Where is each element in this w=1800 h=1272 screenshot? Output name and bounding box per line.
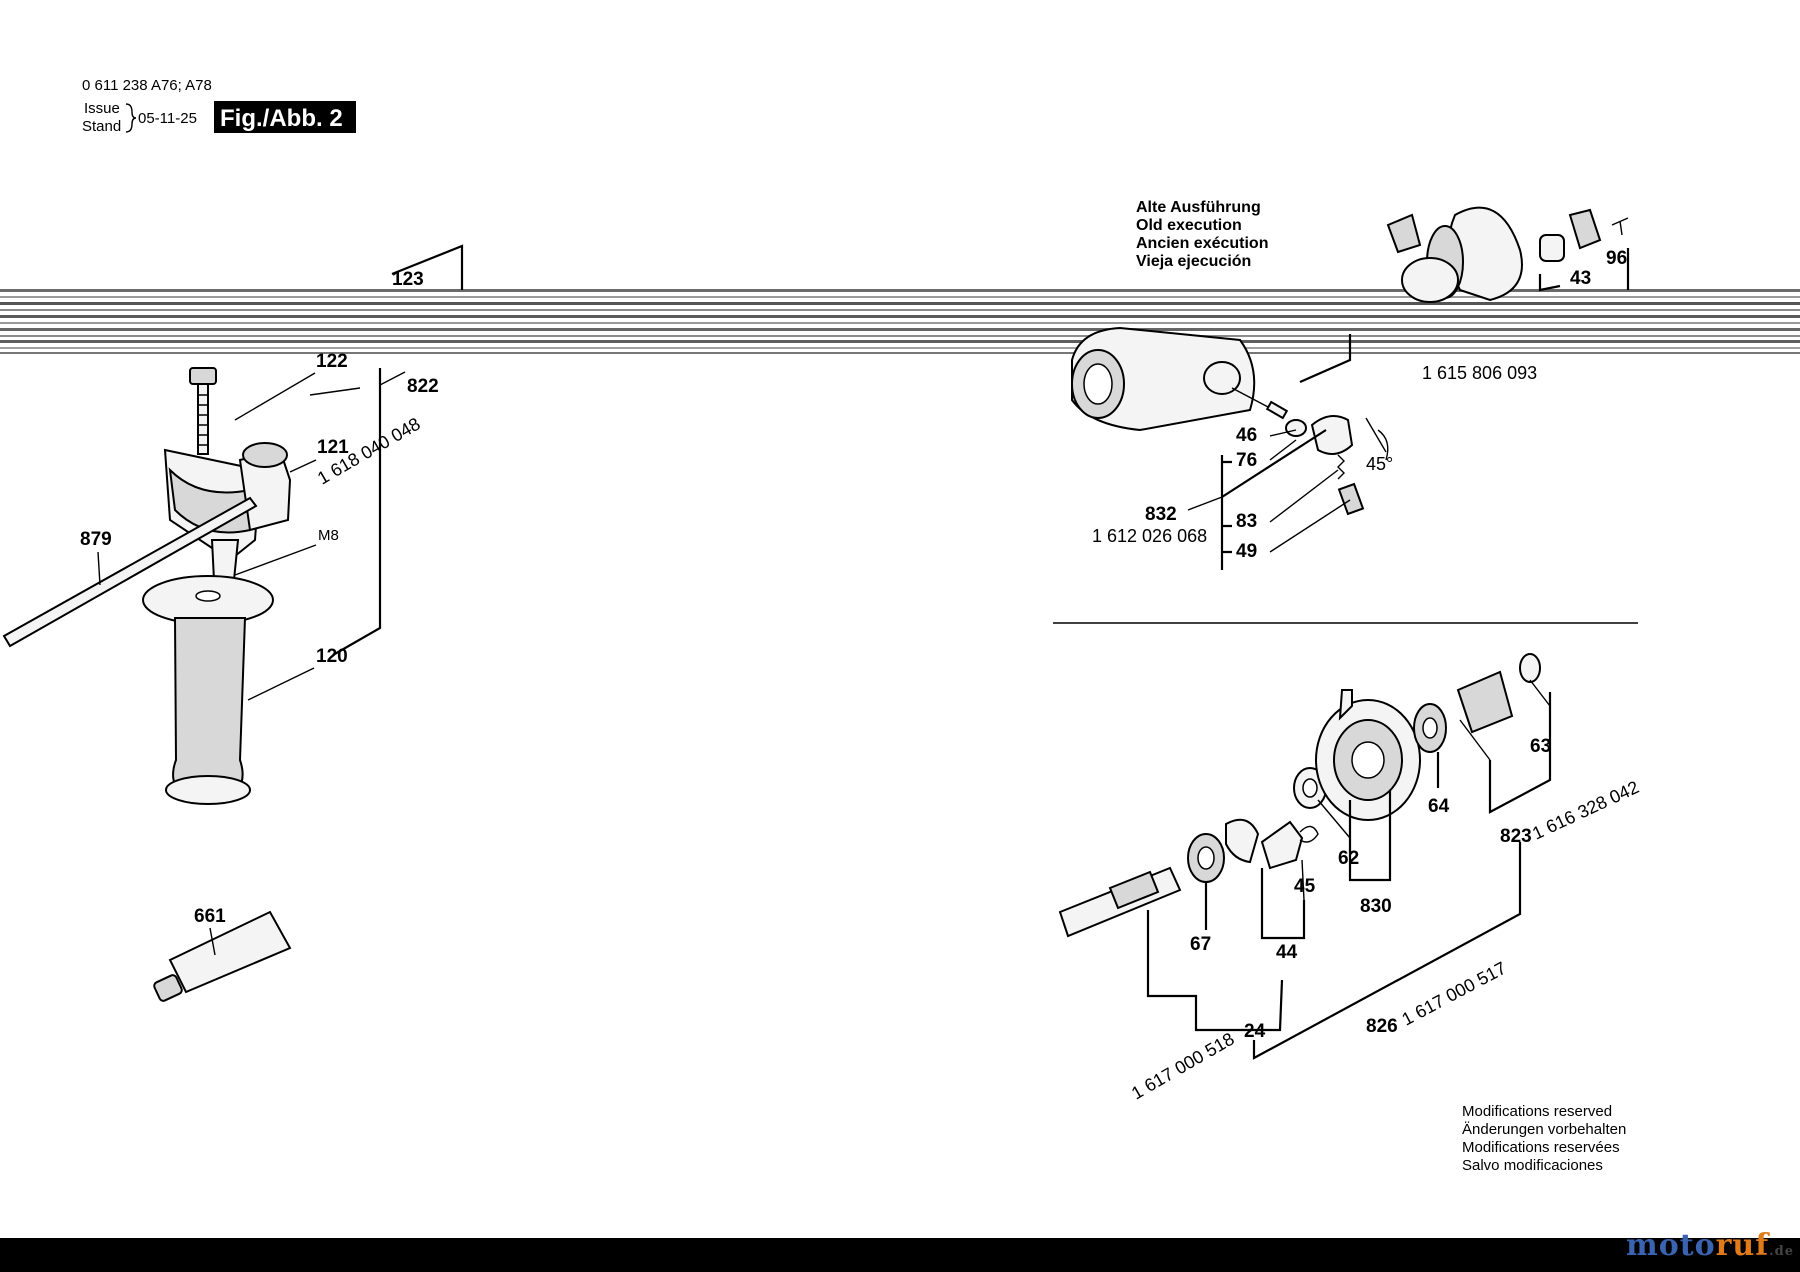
bracket-822 (332, 368, 382, 656)
label-46: 46 (1236, 425, 1257, 446)
label-879: 879 (80, 529, 112, 550)
watermark-logo: motoruf.de (1625, 1228, 1794, 1263)
note-line-2: Old execution (1136, 217, 1242, 234)
part-76 (1285, 419, 1307, 437)
label-43: 43 (1570, 268, 1591, 289)
bottom-bar (0, 1238, 1800, 1272)
bracket-44 (1260, 868, 1306, 940)
handle-stem (210, 539, 240, 581)
note-line-1: Alte Ausführung (1136, 199, 1261, 216)
order-gear-826: 1 617 000 517 (1398, 958, 1509, 1030)
bracket-823 (1488, 692, 1552, 814)
tube-cap (153, 974, 183, 1002)
label-83: 83 (1236, 511, 1257, 532)
wobble-pin (1338, 689, 1353, 721)
leader-120 (247, 667, 315, 701)
shaft-pinion (1108, 870, 1160, 910)
tbolt-head (189, 367, 217, 385)
handle-grip (172, 617, 247, 801)
modifications-note: Modifications reserved Änderungen vorbeh… (1462, 1103, 1626, 1174)
grease-tube: 661 (153, 906, 292, 1002)
label-45: 45 (1294, 876, 1316, 897)
leader-661 (209, 927, 216, 956)
bearing-63 (1519, 653, 1541, 683)
model-numbers: 0 611 238 A76; A78 (82, 77, 212, 94)
label-823: 823 (1500, 826, 1532, 847)
label-angle: 45° (1366, 454, 1393, 474)
part-46 (1265, 400, 1289, 420)
clutch-ring (1225, 818, 1260, 864)
issue-label: Issue (84, 100, 120, 117)
depth-rod (2, 496, 258, 648)
label-832: 832 (1145, 504, 1177, 525)
footer-line-3: Modifications reservées (1462, 1139, 1620, 1156)
seal-tag (1386, 213, 1422, 254)
issue-date: 05-11-25 (138, 110, 197, 127)
footer-line-4: Salvo modificaciones (1462, 1157, 1603, 1174)
label-24: 24 (1244, 1021, 1266, 1042)
label-121: 121 (317, 437, 349, 458)
label-661: 661 (194, 906, 226, 927)
label-63: 63 (1530, 736, 1551, 757)
handle-assembly: 123 122 121 M8 879 120 822 1 618 (2, 244, 464, 805)
label-822: 822 (407, 376, 439, 397)
part-43 (1539, 234, 1565, 262)
leader-879 (97, 551, 101, 586)
bracket-123 (391, 244, 464, 290)
label-44: 44 (1276, 942, 1298, 963)
helical-gear (1456, 670, 1514, 734)
leader-122 (234, 372, 316, 421)
leader-m8 (234, 544, 317, 576)
retaining-ring (1401, 257, 1459, 303)
brush-cap (1310, 415, 1354, 455)
label-830: 830 (1360, 896, 1392, 917)
footer-line-2: Änderungen vorbehalten (1462, 1121, 1626, 1138)
label-826: 826 (1366, 1016, 1398, 1037)
tube-body (168, 910, 292, 994)
label-67: 67 (1190, 934, 1211, 955)
order-gear-823: 1 616 328 042 (1529, 777, 1642, 844)
order-gear-24: 1 617 000 518 (1128, 1029, 1238, 1104)
wing-nut (242, 442, 288, 468)
screw-96 (1611, 217, 1629, 236)
figure-badge (214, 101, 356, 133)
label-96: 96 (1606, 248, 1627, 269)
label-123: 123 (392, 269, 424, 290)
brush-plate (1568, 208, 1602, 250)
leader-121 (289, 459, 317, 473)
scan-noise-band (0, 286, 1800, 356)
label-122: 122 (316, 351, 348, 372)
tbolt-shaft (197, 383, 209, 455)
note-line-3: Ancien exécution (1136, 235, 1268, 252)
angle-arc (1365, 417, 1389, 461)
order-brush-holder: 1 615 806 093 (1422, 363, 1537, 383)
clutch-lever (1260, 820, 1304, 870)
stand-label: Stand (82, 118, 121, 135)
label-76: 76 (1236, 450, 1257, 471)
gear-train: 63 64 823 1 616 328 042 62 45 830 67 44 … (1058, 653, 1642, 1104)
label-64: 64 (1428, 796, 1450, 817)
bracket-830 (1348, 790, 1392, 882)
bracket-832 (1220, 429, 1327, 570)
note-line-4: Vieja ejecución (1136, 253, 1251, 270)
label-62: 62 (1338, 848, 1359, 869)
part-45 (1299, 825, 1319, 843)
bracket-826 (1252, 842, 1522, 1060)
label-m8: M8 (318, 527, 339, 544)
carbon-brush (1337, 482, 1365, 516)
bracket-24 (1146, 910, 1284, 1032)
order-brush-set: 1 612 026 068 (1092, 526, 1207, 546)
spring-83 (1337, 454, 1345, 480)
issue-brace (125, 103, 137, 133)
figure-label: Fig./Abb. 2 (220, 105, 343, 132)
brush-assembly: Alte Ausführung Old execution Ancien exé… (1071, 199, 1630, 570)
label-49: 49 (1236, 541, 1257, 562)
footer-line-1: Modifications reserved (1462, 1103, 1612, 1120)
